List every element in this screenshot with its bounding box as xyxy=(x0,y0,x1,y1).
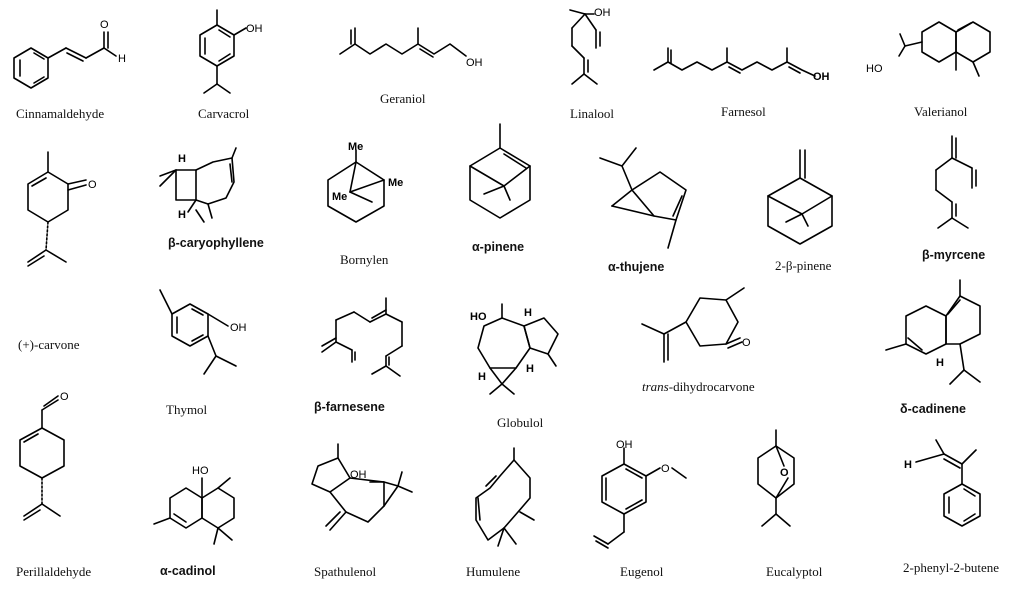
atom-o: O xyxy=(60,391,69,403)
label-globulol: Globulol xyxy=(497,415,544,430)
globulol-structure: HO H H H xyxy=(470,303,559,395)
linalool-structure: OH xyxy=(569,7,611,85)
atom-h: H xyxy=(936,357,944,369)
atom-h: H xyxy=(526,363,534,375)
valerianol-structure: HO xyxy=(866,21,991,77)
atom-o: O xyxy=(780,467,789,479)
label-alpha-pinene: α-pinene xyxy=(472,240,525,254)
atom-h: H xyxy=(118,53,126,65)
atom-me: Me xyxy=(388,177,403,189)
atom-oh: OH xyxy=(246,23,263,35)
atom-h: H xyxy=(904,459,912,471)
eucalyptol-structure: O xyxy=(757,429,795,527)
farnesol-structure: OH xyxy=(653,47,830,83)
carvone-structure: O xyxy=(27,151,97,267)
label-alpha-cadinol: α-cadinol xyxy=(160,564,216,578)
alpha-cadinol-structure: HO xyxy=(153,465,235,545)
atom-me: Me xyxy=(348,141,363,153)
beta-myrcene-structure xyxy=(935,135,977,229)
atom-oh: OH xyxy=(813,71,830,83)
geraniol-structure: OH xyxy=(339,27,483,69)
label-caryophyllene: β-caryophyllene xyxy=(168,236,264,250)
atom-me: Me xyxy=(332,191,347,203)
atom-ho: HO xyxy=(470,311,487,323)
atom-o: O xyxy=(88,179,97,191)
beta-pinene-structure xyxy=(767,149,833,245)
atom-h: H xyxy=(478,371,486,383)
label-dihydrocarvone: trans-dihydrocarvone xyxy=(642,379,755,395)
thymol-structure: OH xyxy=(159,289,247,375)
label-farnesol: Farnesol xyxy=(721,104,766,119)
label-cinnamaldehyde: Cinnamaldehyde xyxy=(16,106,105,121)
atom-ho: HO xyxy=(866,63,883,75)
perillaldehyde-structure: O xyxy=(19,391,69,521)
label-bornylen: Bornylen xyxy=(340,252,389,267)
label-carvone: (+)-carvone xyxy=(18,337,80,352)
atom-h: H xyxy=(524,307,532,319)
atom-oh: OH xyxy=(350,469,367,481)
atom-o: O xyxy=(742,337,751,349)
caryophyllene-structure: H H xyxy=(159,147,237,223)
label-linalool: Linalool xyxy=(570,106,615,121)
atom-oh: OH xyxy=(616,439,633,451)
label-delta-cadinene: δ-cadinene xyxy=(900,402,966,416)
label-beta-pinene: 2-β-pinene xyxy=(775,258,832,273)
bornylen-structure: Me Me Me xyxy=(327,141,403,223)
label-dihydrocarvone-prefix: trans xyxy=(642,379,669,394)
label-dihydrocarvone-rest: -dihydrocarvone xyxy=(668,379,755,394)
atom-oh: OH xyxy=(230,322,247,334)
label-beta-farnesene: β-farnesene xyxy=(314,400,385,414)
beta-farnesene-structure xyxy=(321,297,403,377)
carvacrol-structure: OH xyxy=(199,9,263,94)
atom-oh: OH xyxy=(594,7,611,19)
atom-h: H xyxy=(178,209,186,221)
atom-o: O xyxy=(661,463,670,475)
alpha-pinene-structure xyxy=(469,123,531,219)
label-beta-myrcene: β-myrcene xyxy=(922,248,986,262)
phenylbutene-structure: H xyxy=(904,439,981,527)
label-thymol: Thymol xyxy=(166,402,208,417)
label-perillaldehyde: Perillaldehyde xyxy=(16,564,92,579)
atom-ho: HO xyxy=(192,465,209,477)
delta-cadinene-structure: H xyxy=(885,279,981,385)
label-phenylbutene: 2-phenyl-2-butene xyxy=(903,560,1000,575)
label-eucalyptol: Eucalyptol xyxy=(766,564,823,579)
label-carvacrol: Carvacrol xyxy=(198,106,250,121)
atom-o: O xyxy=(100,19,109,31)
label-spathulenol: Spathulenol xyxy=(314,564,377,579)
atom-oh: OH xyxy=(466,57,483,69)
humulene-structure xyxy=(475,447,535,547)
label-eugenol: Eugenol xyxy=(620,564,664,579)
atom-h: H xyxy=(178,153,186,165)
label-humulene: Humulene xyxy=(466,564,521,579)
label-valerianol: Valerianol xyxy=(914,104,968,119)
spathulenol-structure: OH xyxy=(311,443,413,531)
cinnamaldehyde-structure: O H xyxy=(13,19,126,89)
dihydrocarvone-structure: O xyxy=(641,287,751,363)
eugenol-structure: OH O xyxy=(593,439,687,549)
label-geraniol: Geraniol xyxy=(380,91,426,106)
alpha-thujene-structure xyxy=(599,147,687,249)
label-alpha-thujene: α-thujene xyxy=(608,260,665,274)
